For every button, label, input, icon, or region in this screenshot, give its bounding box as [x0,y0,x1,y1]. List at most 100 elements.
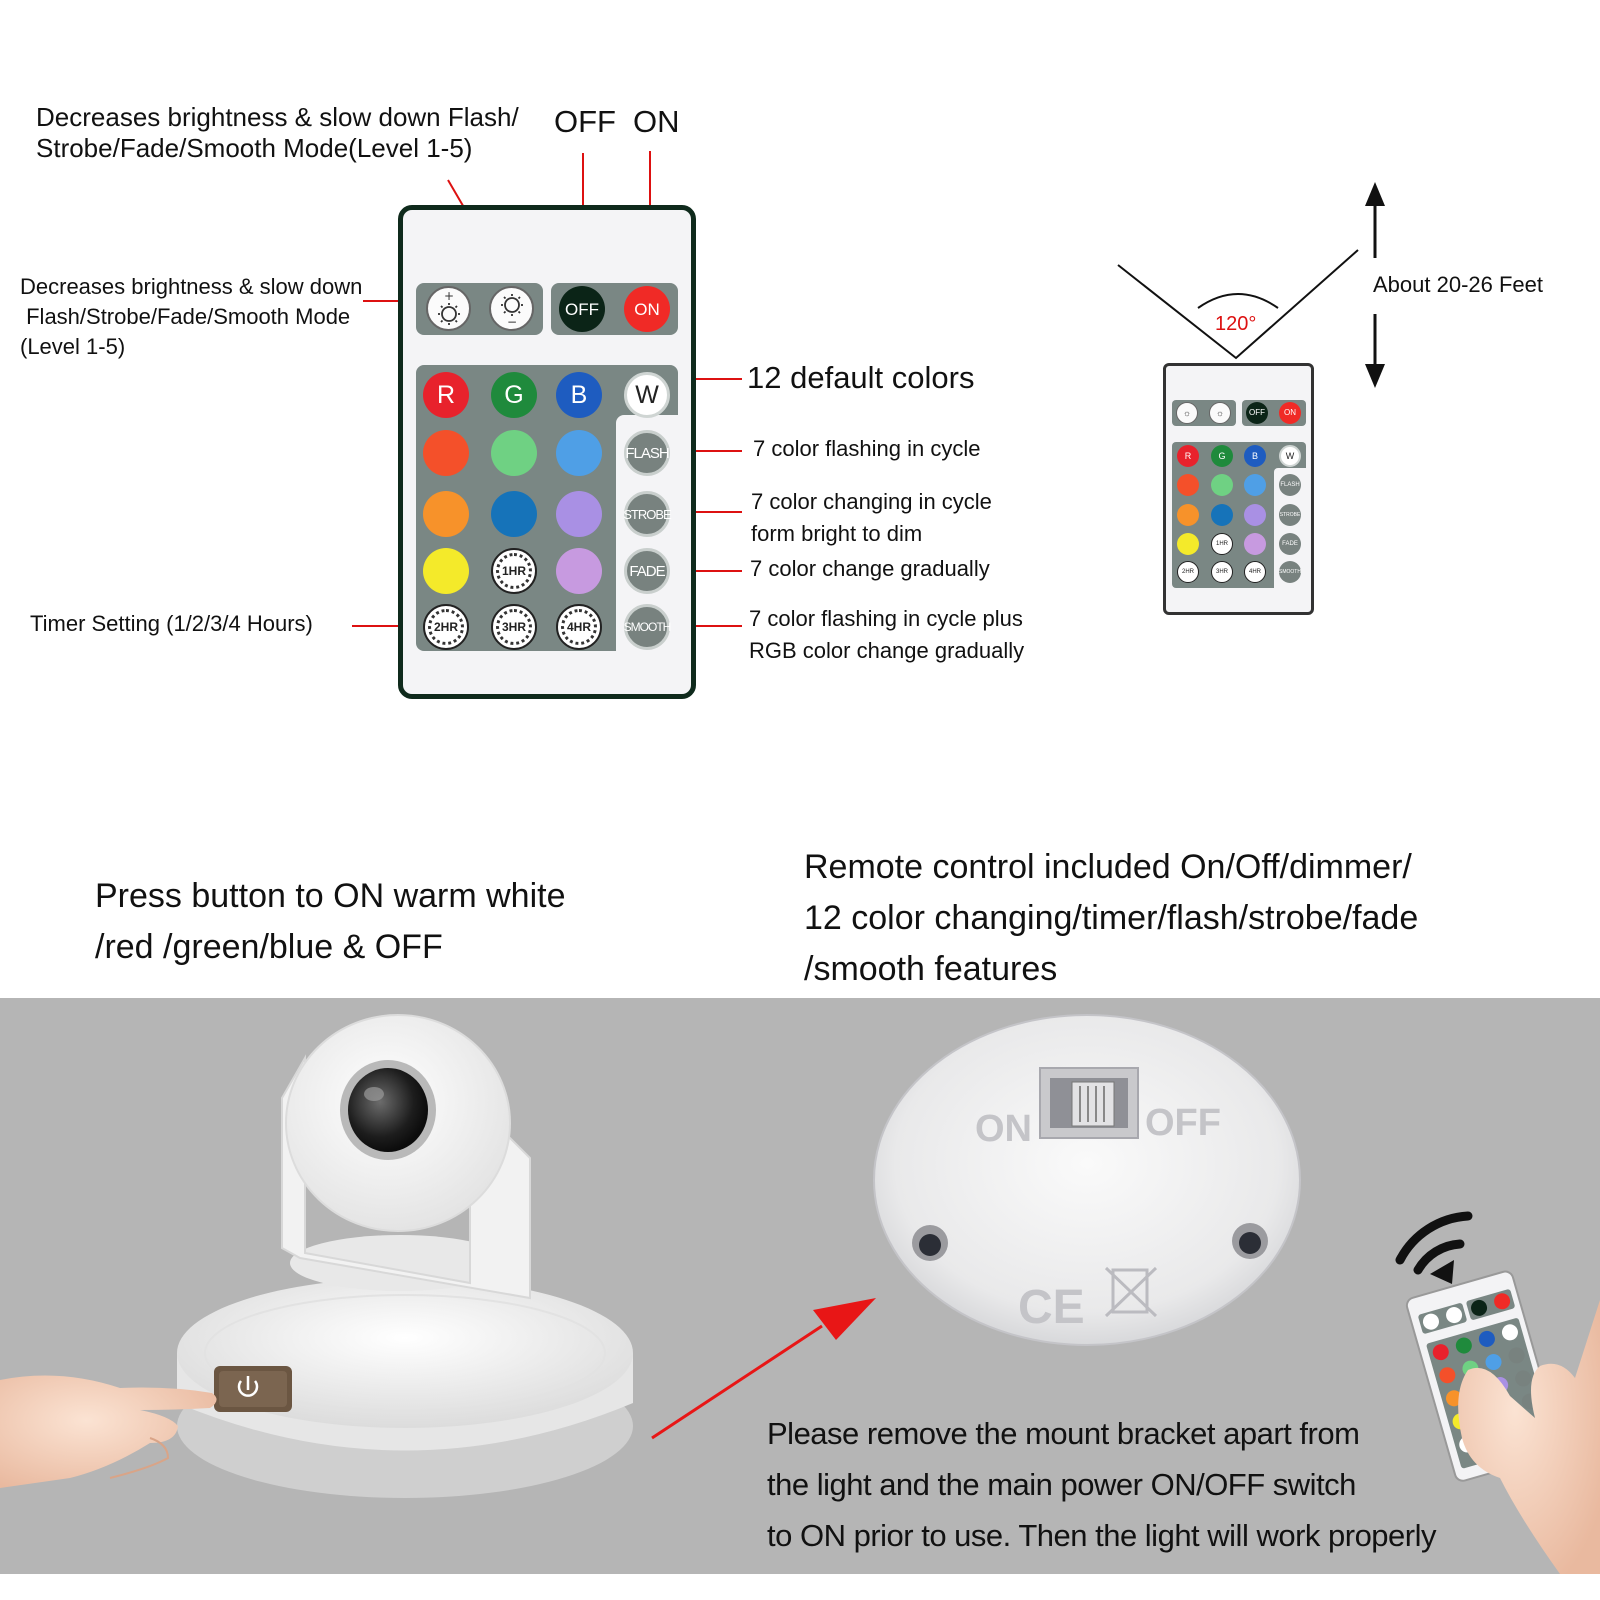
mini-color-orange-red [1177,474,1199,496]
color-teal-blue-button[interactable] [491,491,537,537]
timer-2hr-label: 2HR [433,620,458,634]
ce-mark: CE [1018,1281,1085,1334]
remove-bracket-caption-line3: to ON prior to use. Then the light will … [767,1518,1437,1553]
timer-4hr-button[interactable]: 4HR [556,604,602,650]
color-orange-button[interactable] [423,491,469,537]
mini-smooth-button: SMOOTH [1279,561,1301,583]
remove-bracket-caption: Please remove the mount bracket apart fr… [767,1408,1437,1561]
mini-green-button: G [1211,445,1233,467]
smooth-button[interactable]: SMOOTH [624,604,671,650]
red-button[interactable]: R [423,372,469,418]
green-button[interactable]: G [491,372,537,418]
color-lavender-button[interactable] [556,491,602,537]
timer-3hr-button[interactable]: 3HR [491,604,537,650]
mini-strobe-button: STROBE [1279,504,1301,526]
strobe-desc-line1: 7 color changing in cycle [751,489,992,514]
press-button-caption: Press button to ON warm white /red /gree… [95,871,566,973]
press-button-caption-line1: Press button to ON warm white [95,877,566,915]
wifi-icon [1395,1211,1473,1284]
color-yellow-button[interactable] [423,548,469,594]
range-diagram [1117,182,1385,388]
mini-color-teal-blue [1211,504,1233,526]
top-dim-label: Decreases brightness & slow down Flash/ … [36,102,519,164]
press-button-caption-line2: /red /green/blue & OFF [95,928,443,966]
on-label: ON [633,104,680,139]
range-distance-label: About 20-26 Feet [1373,272,1544,297]
color-orange-red-button[interactable] [423,430,469,476]
switch-on-label: ON [975,1108,1032,1150]
remove-bracket-caption-line1: Please remove the mount bracket apart fr… [767,1416,1360,1451]
pointing-hand [0,1375,217,1488]
off-button[interactable]: OFF [559,286,605,332]
mini-red-button: R [1177,445,1199,467]
on-button[interactable]: ON [624,286,670,332]
mini-brightness-up-button: ☼ [1176,402,1198,424]
mini-color-yellow [1177,533,1199,555]
off-label: OFF [554,104,616,139]
timer-1hr-button[interactable]: 1HR [491,548,537,594]
color-light-purple-button[interactable] [556,548,602,594]
remote-features-caption-line2: 12 color changing/timer/flash/strobe/fad… [804,899,1419,937]
sun-plus-icon: + [437,290,460,325]
mini-timer-2hr: 2HR [1177,561,1199,583]
mini-fade-button: FADE [1279,533,1301,555]
smooth-desc: 7 color flashing in cycle plus RGB color… [749,603,1024,667]
mini-color-orange [1177,504,1199,526]
svg-text:−: − [506,315,516,328]
smooth-desc-line1: 7 color flashing in cycle plus [749,606,1023,631]
left-dim-label-line1: Decreases brightness & slow down [20,274,363,299]
range-angle-label: 120° [1215,313,1257,335]
remote-diagram: + − OFF ON R G B W FLASH STROBE 1HR FADE… [398,205,696,699]
strobe-desc-line2: form bright to dim [751,521,923,546]
mini-timer-3hr: 3HR [1211,561,1233,583]
timer-3hr-label: 3HR [501,620,526,634]
mini-color-light-green [1211,474,1233,496]
mini-on-button: ON [1279,402,1301,424]
mini-timer-4hr: 4HR [1244,561,1266,583]
power-icon [237,1376,259,1397]
top-dim-label-line1: Decreases brightness & slow down Flash/ [36,102,519,132]
range-angle-arc [1197,293,1279,309]
product-illustrations [0,1014,1600,1574]
timer-1hr-label: 1HR [501,564,526,578]
bin-mark [1104,1266,1158,1318]
brightness-down-button[interactable]: − [489,286,534,331]
white-button[interactable]: W [624,372,670,418]
holding-hand [1458,1300,1600,1574]
mini-remote: ☼ ☼ OFF ON R G B W FLASH STROBE 1HR FADE… [1163,363,1314,615]
flash-desc: 7 color flashing in cycle [753,436,981,461]
mini-white-button: W [1279,445,1301,467]
remote-features-caption-line3: /smooth features [804,950,1058,988]
mini-color-sky-blue [1244,474,1266,496]
default-colors-label: 12 default colors [747,360,975,395]
distance-arrow [1365,182,1385,388]
spotlight-light [177,1014,633,1498]
strobe-button[interactable]: STROBE [623,491,672,537]
brightness-up-button[interactable]: + [426,286,471,331]
red-pointer-arrow [651,1298,876,1440]
smooth-desc-line2: RGB color change gradually [749,638,1025,663]
switch-off-label: OFF [1145,1102,1221,1144]
mini-blue-button: B [1244,445,1266,467]
color-sky-blue-button[interactable] [556,430,602,476]
left-dim-label-line2: Flash/Strobe/Fade/Smooth Mode [20,304,351,329]
mini-color-light-purple [1244,533,1266,555]
flash-button[interactable]: FLASH [624,430,670,476]
strobe-desc: 7 color changing in cycle form bright to… [751,486,992,550]
timer-2hr-button[interactable]: 2HR [423,604,469,650]
timer-4hr-label: 4HR [566,620,591,634]
remote-features-caption: Remote control included On/Off/dimmer/ 1… [804,842,1418,995]
blue-button[interactable]: B [556,372,602,418]
timer-desc: Timer Setting (1/2/3/4 Hours) [30,611,313,636]
switch-plate [873,1014,1301,1346]
mini-timer-1hr: 1HR [1211,533,1233,555]
fade-button[interactable]: FADE [624,548,670,594]
fade-desc: 7 color change gradually [750,556,990,581]
mini-off-button: OFF [1246,402,1268,424]
mini-color-lavender [1244,504,1266,526]
remove-bracket-caption-line2: the light and the main power ON/OFF swit… [767,1467,1356,1502]
color-light-green-button[interactable] [491,430,537,476]
top-dim-label-line2: Strobe/Fade/Smooth Mode(Level 1-5) [36,133,473,163]
sun-minus-icon: − [500,293,523,328]
remote-features-caption-line1: Remote control included On/Off/dimmer/ [804,848,1412,886]
